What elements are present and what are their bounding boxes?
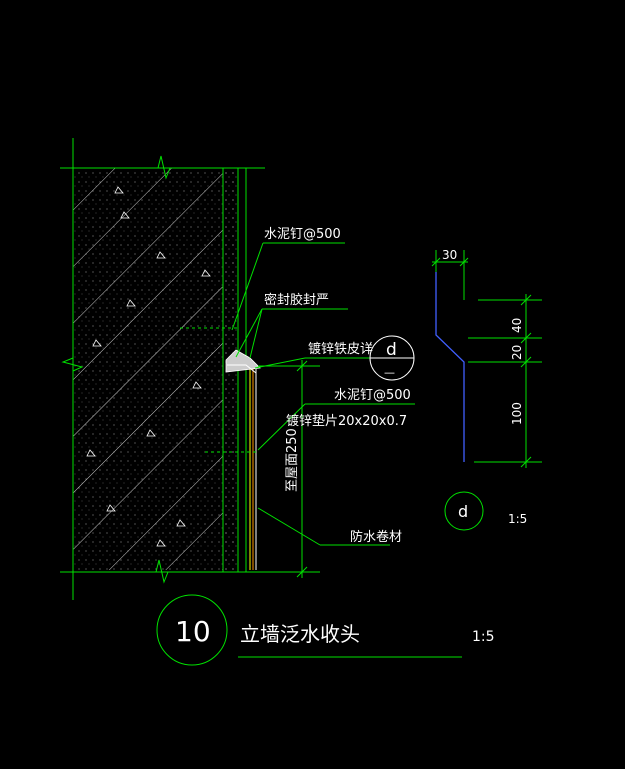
title-number: 10 — [175, 615, 211, 648]
detail-d-marker — [444, 491, 484, 531]
label-nail-top: 水泥钉@500 — [264, 227, 341, 242]
detail-d-letter: d — [458, 502, 468, 521]
detail-d-scale: 1:5 — [508, 512, 527, 526]
aggregate-marks — [86, 186, 211, 547]
dim-40: 40 — [510, 318, 524, 333]
flashing-profile — [435, 272, 465, 462]
title-scale: 1:5 — [472, 629, 495, 645]
detail-ref-dash: — — [384, 366, 395, 379]
break-symbol-top — [150, 155, 180, 180]
title-number-circle — [156, 594, 228, 666]
label-height-note: 至屋面250 — [285, 428, 300, 492]
callout-labels: 水泥钉@500 密封胶封严 镀锌铁皮详 d — 水泥钉@500 镀锌垫片20x2… — [264, 227, 411, 545]
break-symbol-bottom — [148, 559, 178, 584]
dim-30: 30 — [442, 248, 457, 262]
label-sealant: 密封胶封严 — [264, 292, 329, 308]
break-symbol-left — [61, 350, 84, 380]
title-block: 10 立墙泛水收头 1:5 — [156, 594, 495, 666]
label-washer: 镀锌垫片20x20x0.7 — [286, 413, 407, 429]
label-membrane: 防水卷材 — [350, 529, 402, 545]
dim-100: 100 — [510, 402, 524, 425]
dim-20: 20 — [510, 345, 524, 360]
label-nail-bottom: 水泥钉@500 — [334, 388, 411, 403]
label-galv-sheet: 镀锌铁皮详 — [308, 341, 373, 357]
detail-ref-letter: d — [386, 340, 397, 360]
wall-section — [60, 138, 265, 600]
detail-d: 30 40 20 100 d 1:5 — [431, 248, 542, 531]
title-text: 立墙泛水收头 — [240, 622, 360, 646]
leader-lines — [231, 242, 415, 578]
